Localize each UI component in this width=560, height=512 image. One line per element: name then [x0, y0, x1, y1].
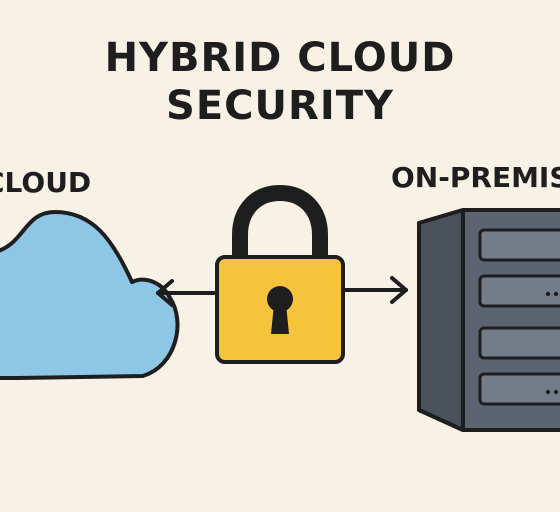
cloud-label: CLOUD: [0, 166, 92, 199]
server-icon: [417, 208, 560, 432]
onprem-label: ON-PREMISES: [391, 161, 560, 194]
title-line-2: SECURITY: [166, 83, 394, 129]
padlock-icon: [215, 184, 345, 364]
arrow-to-onprem: [342, 276, 408, 304]
arrow-to-cloud: [156, 279, 216, 307]
cloud-icon: [0, 210, 180, 380]
title-line-1: HYBRID CLOUD: [104, 35, 456, 81]
diagram-title: HYBRID CLOUD SECURITY: [0, 34, 560, 130]
